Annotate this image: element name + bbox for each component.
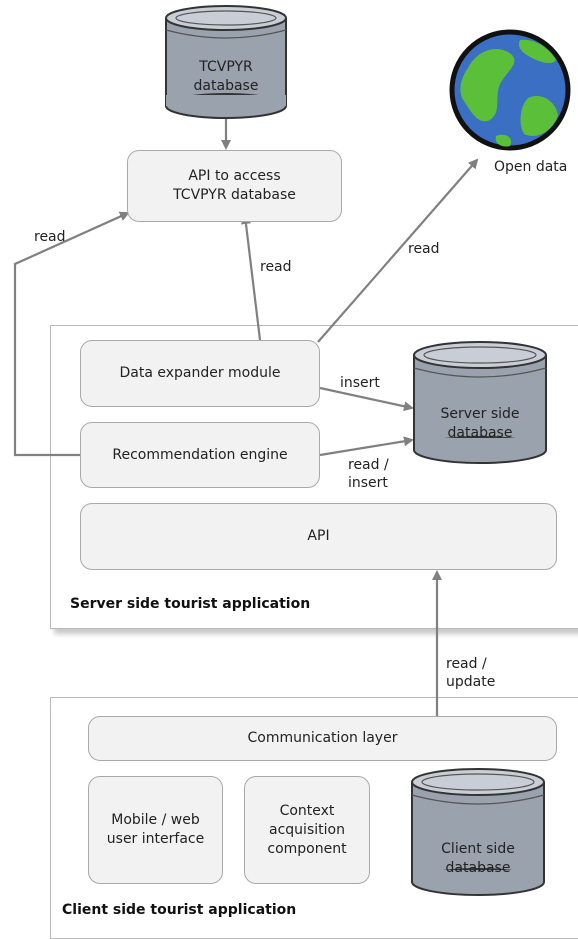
arrow-recommendation-to-serverdb	[319, 436, 414, 457]
arrow-expander-to-serverdb	[319, 386, 414, 412]
client-panel-title: Client side tourist application	[62, 902, 297, 918]
tcvpyr-database-label: TCVPYR database	[193, 59, 259, 94]
insert-label: insert	[340, 375, 380, 391]
arrow-expander-to-opendata	[317, 158, 479, 343]
server-database-label: Server side database	[440, 406, 520, 441]
api-access-label: API to access TCVPYR database	[173, 168, 296, 203]
communication-layer-box: Communication layer	[88, 716, 557, 761]
mobile-ui-box: Mobile / web user interface	[88, 776, 223, 884]
server-panel-title: Server side tourist application	[70, 596, 311, 612]
api-access-box: API to access TCVPYR database	[127, 150, 342, 222]
arrow-recommendation-to-api	[13, 211, 130, 457]
client-database-label: Client side database	[441, 841, 515, 876]
recommendation-engine-box: Recommendation engine	[80, 422, 320, 488]
data-expander-box: Data expander module	[80, 340, 320, 407]
data-expander-label: Data expander module	[119, 365, 281, 381]
communication-layer-label: Communication layer	[247, 730, 398, 746]
client-database-icon	[411, 768, 545, 896]
server-database-icon	[413, 341, 547, 464]
read-insert-label: read / insert	[348, 457, 389, 491]
read-api-label: read	[260, 259, 292, 275]
server-api-box: API	[80, 503, 557, 570]
globe-icon	[449, 29, 571, 151]
read-open-data-label: read	[408, 241, 440, 257]
server-api-label: API	[307, 528, 330, 544]
context-acquisition-box: Context acquisition component	[244, 776, 370, 884]
read-update-label: read / update	[446, 656, 496, 690]
open-data-label: Open data	[494, 159, 568, 175]
mobile-ui-label: Mobile / web user interface	[106, 812, 205, 847]
arrow-expander-to-api	[240, 214, 262, 341]
context-acquisition-label: Context acquisition component	[267, 802, 347, 857]
read-left-label: read	[34, 229, 66, 245]
tcvpyr-database-icon	[165, 5, 287, 119]
recommendation-engine-label: Recommendation engine	[112, 446, 288, 463]
